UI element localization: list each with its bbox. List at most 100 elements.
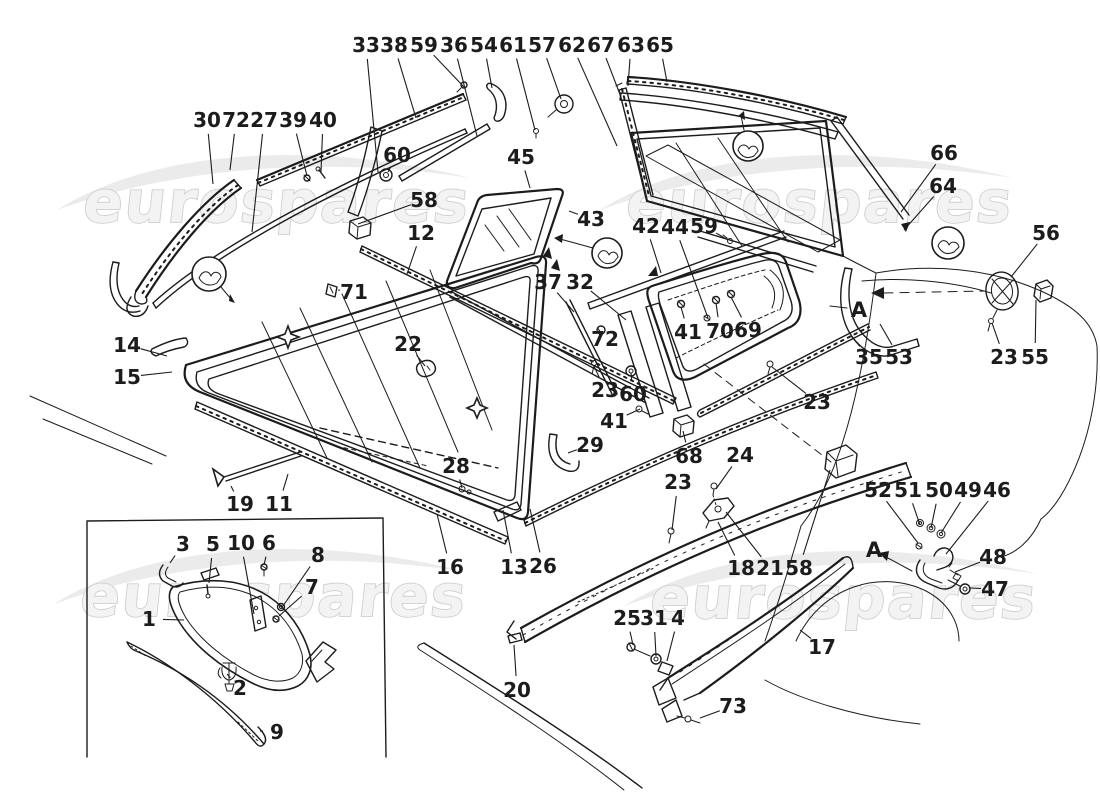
callout-17-59: 17 bbox=[808, 635, 836, 659]
rear-body-outline-shape bbox=[764, 525, 802, 642]
washer-50 bbox=[926, 523, 936, 533]
quarter-window-shape bbox=[722, 234, 728, 239]
end-bracket-13 bbox=[493, 501, 522, 522]
callout-56-23: 56 bbox=[1032, 221, 1060, 245]
leader-4-62 bbox=[666, 631, 676, 662]
finisher-19 bbox=[223, 451, 302, 482]
bracket-10 bbox=[249, 595, 267, 632]
emblem-circles-shape bbox=[740, 115, 745, 131]
roof-front-strips-shape bbox=[456, 87, 462, 93]
roof-strip-38 bbox=[255, 92, 465, 182]
callout-68-46: 68 bbox=[675, 444, 703, 468]
emblem-circles-shape bbox=[198, 271, 222, 286]
grille-inset-box-shape bbox=[165, 566, 177, 583]
jack-point-hardware-shape bbox=[915, 543, 923, 549]
leader-19-49 bbox=[230, 485, 235, 492]
leader-39-14 bbox=[295, 133, 308, 177]
callout-6-74: 6 bbox=[262, 531, 276, 555]
front-a-pillar-trims-shape bbox=[141, 184, 239, 295]
emblem-circles-shape bbox=[229, 294, 235, 303]
quarter-window-shape bbox=[677, 300, 685, 308]
callout-10-73: 10 bbox=[227, 531, 255, 555]
leader-69-42 bbox=[730, 296, 743, 318]
callout-2-78: 2 bbox=[233, 676, 247, 700]
callout-28-51: 28 bbox=[442, 454, 470, 478]
quarter-window bbox=[646, 234, 802, 381]
sill-and-skirt-group-shape bbox=[703, 363, 832, 463]
leader-23-35 bbox=[991, 322, 1000, 344]
leader-25-60 bbox=[629, 631, 634, 646]
front-a-pillar-trims-shape bbox=[112, 261, 120, 264]
leader-3-71 bbox=[169, 555, 176, 564]
sill-and-skirt-group-shape bbox=[668, 533, 672, 544]
leader-59-2 bbox=[433, 54, 465, 88]
callout-23-43: 23 bbox=[803, 390, 831, 414]
sill-and-skirt-group-shape bbox=[712, 488, 715, 496]
side-moulding-66 bbox=[830, 116, 910, 220]
callout-24-47: 24 bbox=[726, 443, 754, 467]
clip-block-58a bbox=[348, 216, 372, 240]
rear-body-outline-shape bbox=[764, 679, 921, 725]
cowl-lines bbox=[29, 395, 167, 465]
leader-38-1 bbox=[397, 58, 417, 119]
screw-52 bbox=[915, 542, 923, 550]
quarter-window-shape bbox=[667, 269, 779, 359]
callout-58-58: 58 bbox=[785, 556, 813, 580]
nut-51 bbox=[916, 519, 924, 527]
emblem-circles-shape bbox=[597, 250, 619, 265]
leader-27-13 bbox=[251, 133, 264, 233]
arch-moulding-35-53-shape bbox=[848, 268, 918, 349]
defroster-band bbox=[645, 144, 841, 253]
clip-4 bbox=[657, 661, 674, 676]
leader-22-30 bbox=[416, 354, 426, 367]
clip-55 bbox=[1033, 279, 1054, 303]
wheel-arch bbox=[795, 581, 960, 642]
callout-47-70: 47 bbox=[981, 577, 1009, 601]
callout-36-3: 36 bbox=[440, 33, 468, 57]
fuel-filler-ring bbox=[985, 271, 1019, 311]
pin-5 bbox=[200, 567, 220, 595]
mirror-mount-71 bbox=[325, 283, 338, 298]
leader-62-7 bbox=[577, 57, 618, 147]
strip-37 bbox=[565, 299, 618, 397]
leader-26-54 bbox=[529, 508, 541, 553]
leader-23-38 bbox=[593, 365, 600, 378]
quarter-window-shape bbox=[727, 290, 735, 298]
grille-wing-bracket bbox=[305, 641, 337, 683]
skirt-foot bbox=[652, 677, 683, 723]
grille-inset-box bbox=[86, 517, 387, 758]
sill-and-skirt-group-shape bbox=[524, 374, 878, 524]
rear-body-outline-shape bbox=[800, 272, 877, 527]
rear-window-assembly-shape bbox=[621, 88, 650, 197]
callout-62-7: 62 bbox=[558, 33, 586, 57]
callout-8-75: 8 bbox=[311, 543, 325, 567]
callout-44-25: 44 bbox=[661, 215, 689, 239]
screw-23c bbox=[667, 527, 675, 535]
leader-54-4 bbox=[486, 58, 493, 89]
callout-72-37: 72 bbox=[591, 327, 619, 351]
callout-55-36: 55 bbox=[1021, 345, 1049, 369]
pillar-band-b bbox=[645, 302, 692, 412]
callout-57-6: 57 bbox=[528, 33, 556, 57]
leader-59-26 bbox=[715, 232, 729, 241]
jack-point-hardware-shape bbox=[947, 579, 961, 587]
upper-strip-63 bbox=[619, 92, 839, 140]
pin-48 bbox=[948, 562, 959, 576]
leader-42-24 bbox=[649, 239, 662, 274]
quarter-window-shape bbox=[703, 315, 711, 321]
callout-16-52: 16 bbox=[436, 555, 464, 579]
watermark-text: eurospares bbox=[623, 168, 1017, 236]
rear-body-outline-shape bbox=[1040, 345, 1098, 520]
jack-point-hardware-shape bbox=[962, 586, 968, 592]
sill-and-skirt-group-shape bbox=[826, 451, 854, 477]
sill-and-skirt-group bbox=[417, 323, 913, 791]
leader-21-57 bbox=[725, 511, 762, 558]
callout-20-55: 20 bbox=[503, 678, 531, 702]
arch-moulding-35-53 bbox=[829, 267, 920, 357]
center-pillar-trims-shape bbox=[628, 368, 634, 374]
sill-moulding-bottom bbox=[523, 475, 913, 644]
sill-and-skirt-group-shape bbox=[679, 561, 839, 673]
leader-28-51 bbox=[459, 479, 463, 489]
